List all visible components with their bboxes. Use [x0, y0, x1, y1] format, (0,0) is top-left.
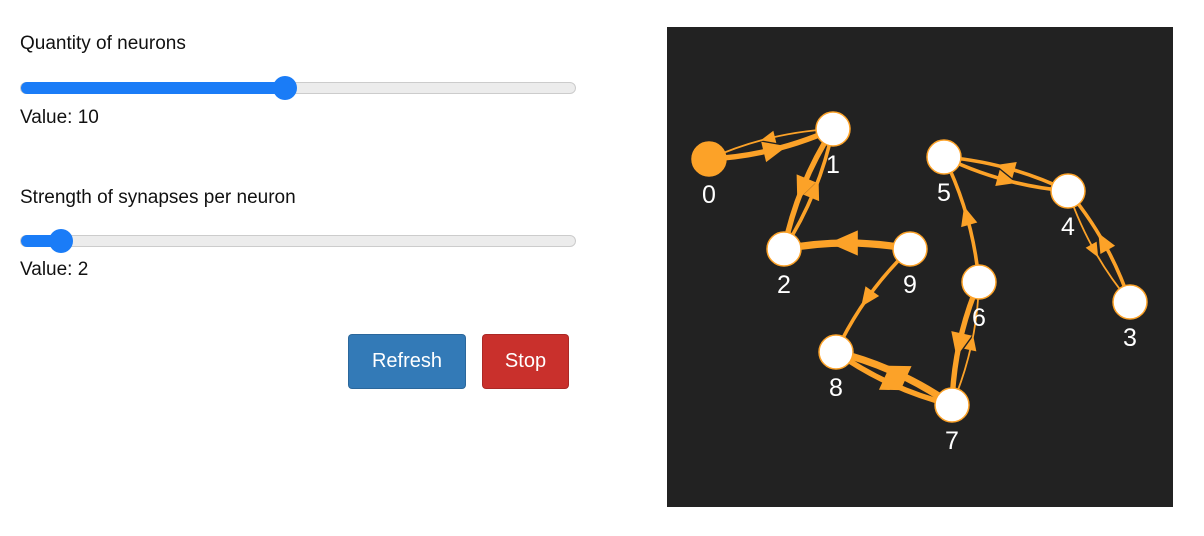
neuron-label-9: 9	[903, 271, 917, 299]
network-canvas: 0 1 2 3 4 5 6 7 8 9	[667, 27, 1173, 507]
neuron-label-6: 6	[972, 304, 986, 332]
neuron-label-1: 1	[826, 151, 840, 179]
edge-arrow-5-4	[995, 169, 1016, 186]
neurons-value: Value: 10	[20, 107, 99, 128]
edge-arrow-7-6	[964, 335, 977, 352]
neuron-label-5: 5	[937, 179, 951, 207]
edge-arrow-1-2	[796, 174, 817, 201]
neurons-slider-thumb[interactable]	[273, 76, 297, 100]
strength-slider[interactable]	[20, 229, 576, 253]
neuron-node-9[interactable]	[892, 231, 928, 267]
neuron-node-0[interactable]	[691, 141, 727, 177]
edge-arrow-3-4	[1098, 233, 1116, 254]
edge-4-3	[1067, 190, 1131, 303]
neuron-node-3[interactable]	[1112, 284, 1148, 320]
edge-arrow-6-7	[951, 331, 972, 357]
neuron-node-1[interactable]	[815, 111, 851, 147]
neurons-slider-fill	[21, 82, 285, 94]
edge-5-4	[943, 155, 1069, 193]
strength-label: Strength of synapses per neuron	[20, 187, 296, 208]
neuron-node-6[interactable]	[961, 264, 997, 300]
neuron-node-8[interactable]	[818, 334, 854, 370]
neuron-label-2: 2	[777, 271, 791, 299]
edge-9-8	[834, 247, 912, 353]
neuron-label-0: 0	[702, 181, 716, 209]
neuron-node-2[interactable]	[766, 231, 802, 267]
edge-arrow-9-2	[829, 230, 858, 256]
strength-value: Value: 2	[20, 259, 89, 280]
neuron-label-7: 7	[945, 427, 959, 455]
stop-button[interactable]: Stop	[482, 334, 569, 389]
edge-arrow-1-0	[760, 130, 777, 144]
neuron-node-7[interactable]	[934, 387, 970, 423]
neuron-node-5[interactable]	[926, 139, 962, 175]
neurons-label: Quantity of neurons	[20, 33, 186, 54]
neurons-slider[interactable]	[20, 76, 576, 100]
strength-slider-thumb[interactable]	[49, 229, 73, 253]
edge-arrow-7-8	[880, 365, 912, 389]
edge-arrow-2-1	[803, 180, 820, 202]
edge-arrow-0-1	[761, 141, 787, 163]
edge-4-5	[943, 155, 1069, 193]
neuron-label-8: 8	[829, 374, 843, 402]
edge-arrow-9-8	[861, 286, 880, 307]
edge-3-4	[1066, 189, 1132, 303]
edge-arrow-4-3	[1085, 241, 1099, 258]
neuron-label-3: 3	[1123, 324, 1137, 352]
edge-arrow-6-5	[961, 206, 978, 228]
neuron-label-4: 4	[1061, 213, 1075, 241]
edge-arrow-4-5	[996, 162, 1017, 179]
neuron-node-4[interactable]	[1050, 173, 1086, 209]
network-graph: 0 1 2 3 4 5 6 7 8 9	[691, 111, 1148, 455]
refresh-button[interactable]: Refresh	[348, 334, 466, 389]
